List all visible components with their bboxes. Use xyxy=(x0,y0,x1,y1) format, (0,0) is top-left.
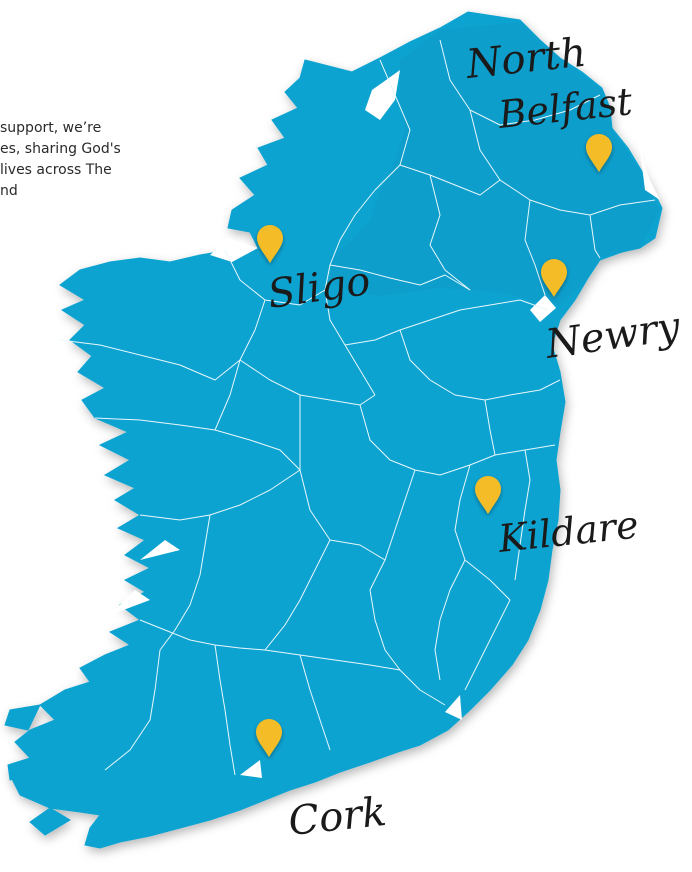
pin-belfast[interactable] xyxy=(586,134,612,172)
intro-line-1: support, we’re xyxy=(0,120,102,136)
pin-cork[interactable] xyxy=(256,719,282,757)
pin-newry[interactable] xyxy=(541,259,567,297)
southwest-peninsulas xyxy=(4,704,71,836)
county-borders xyxy=(59,39,656,776)
northern-ireland-region xyxy=(330,22,660,305)
intro-line-2: es, sharing God's xyxy=(0,141,121,157)
intro-line-4: nd xyxy=(0,183,18,199)
pin-kildare[interactable] xyxy=(475,476,501,514)
inlets xyxy=(110,70,660,778)
intro-text: support, we’re es, sharing God's lives a… xyxy=(0,118,182,202)
label-cork: Cork xyxy=(286,789,388,845)
intro-line-3: lives across The xyxy=(0,162,112,178)
pin-sligo[interactable] xyxy=(257,225,283,263)
map-pins xyxy=(256,134,612,757)
